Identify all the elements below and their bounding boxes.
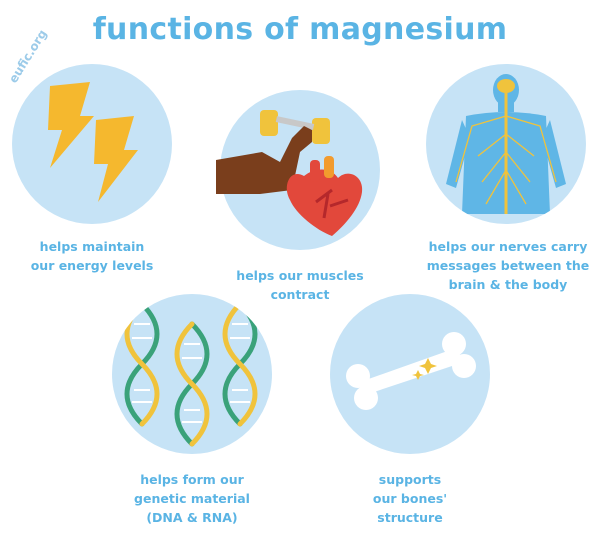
caption-energy: helps maintain our energy levels bbox=[12, 237, 172, 275]
caption-line: supports bbox=[378, 472, 442, 487]
nerves-circle bbox=[426, 64, 586, 224]
caption-line: helps form our bbox=[140, 472, 244, 487]
caption-dna: helps form our genetic material (DNA & R… bbox=[102, 470, 282, 527]
caption-line: helps our muscles bbox=[236, 268, 364, 283]
caption-line: our energy levels bbox=[30, 258, 154, 273]
muscle-circle bbox=[216, 90, 380, 250]
nervous-system-icon bbox=[446, 74, 566, 214]
caption-bones: supports our bones' structure bbox=[330, 470, 490, 527]
page-title: functions of magnesium bbox=[92, 12, 508, 47]
caption-line: helps our nerves carry bbox=[428, 239, 588, 254]
caption-line: helps maintain bbox=[39, 239, 145, 254]
bones-circle bbox=[330, 294, 490, 454]
bone-icon bbox=[346, 332, 476, 410]
caption-line: (DNA & RNA) bbox=[146, 510, 238, 525]
caption-muscles: helps our muscles contract bbox=[200, 266, 400, 304]
lightning-bolt-icon bbox=[48, 82, 138, 202]
caption-line: structure bbox=[377, 510, 443, 525]
caption-line: messages between the bbox=[426, 258, 590, 273]
caption-line: brain & the body bbox=[448, 277, 568, 292]
dna-helix-icon bbox=[124, 301, 258, 447]
muscle-heart-icon bbox=[216, 110, 363, 236]
caption-line: genetic material bbox=[134, 491, 250, 506]
caption-line: contract bbox=[270, 287, 330, 302]
dna-circle bbox=[112, 294, 272, 454]
caption-line: our bones' bbox=[372, 491, 448, 506]
energy-circle bbox=[12, 64, 172, 224]
caption-nerves: helps our nerves carry messages between … bbox=[416, 237, 600, 294]
